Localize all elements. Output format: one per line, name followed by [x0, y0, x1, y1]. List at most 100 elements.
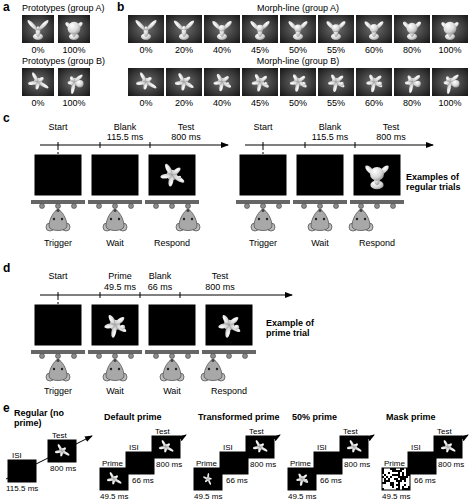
phase-label: ISI: [12, 451, 22, 460]
rat-head: [46, 209, 70, 231]
object-part: [378, 81, 382, 85]
object-part: [251, 80, 260, 85]
stimulus-tile: [58, 68, 90, 96]
morph-percent: 50%: [289, 45, 307, 55]
monitor-screen: [8, 460, 36, 482]
object-part: [76, 80, 83, 87]
morph-object: [107, 471, 122, 484]
duration-label: 66 ms: [132, 476, 154, 485]
nose-port: [375, 204, 380, 209]
stimulus-tile: [242, 15, 278, 43]
object-part: [340, 82, 344, 86]
object-part: [178, 176, 181, 179]
nose-port: [243, 354, 248, 359]
morph-object: [441, 439, 456, 452]
phase-label: Test: [343, 427, 358, 436]
object-part: [366, 80, 374, 85]
rat-eye: [61, 218, 63, 220]
object-part: [415, 81, 421, 87]
morph-object: [402, 21, 422, 40]
panel-letter: a: [3, 1, 10, 14]
stimulus-tile: [356, 15, 392, 43]
object-part: [407, 23, 418, 34]
time-tick: [263, 142, 264, 148]
morph-object: [366, 74, 383, 93]
object-part: [264, 82, 267, 85]
rat-face: [204, 359, 222, 381]
rat-head: [103, 359, 127, 381]
object-part: [296, 478, 302, 482]
rat-nose: [262, 209, 265, 212]
dashed-link: [58, 148, 59, 155]
phase-label: Test: [383, 122, 400, 132]
morph-object: [287, 20, 308, 40]
rat-nose: [187, 209, 190, 212]
action-label: Wait: [163, 386, 181, 396]
phase-label: Blank: [319, 122, 342, 132]
object-part: [290, 80, 299, 85]
object-part: [294, 24, 301, 31]
object-part: [145, 27, 147, 29]
morph-percent: 0%: [31, 45, 44, 55]
nose-port: [154, 354, 159, 359]
rat-face: [179, 209, 197, 231]
monitor-screen: [35, 305, 81, 345]
nose-port: [227, 354, 232, 359]
morph-object: [440, 21, 459, 40]
time-tick: [180, 292, 181, 298]
rat-eye: [167, 368, 169, 370]
rat-eye: [258, 218, 260, 220]
duration-label: 49.5 ms: [382, 492, 410, 501]
object-part: [189, 83, 190, 84]
monitor-screen: [206, 305, 252, 345]
phase-label: Start: [48, 122, 67, 132]
morph-object: [213, 73, 232, 92]
morph-object: [211, 20, 233, 40]
object-part: [443, 80, 450, 85]
time-axis: [245, 145, 433, 146]
morph-object: [173, 19, 196, 40]
nose-port: [56, 354, 61, 359]
rat-head: [308, 209, 332, 231]
object-part: [120, 325, 125, 330]
object-part: [219, 25, 225, 31]
action-label: Trigger: [44, 238, 72, 248]
panel-heading: Prototypes (group B): [22, 56, 105, 66]
morph-object: [251, 73, 269, 92]
object-part: [203, 476, 209, 480]
rat-eye: [323, 218, 325, 220]
condition-heading: Mask prime: [386, 412, 436, 422]
phase-label: Prime: [108, 271, 132, 281]
object-part: [182, 26, 186, 30]
stimulus-tile: [204, 68, 240, 96]
morph-object: [174, 72, 194, 90]
monitor-screen: [149, 305, 195, 345]
time-tick: [355, 142, 356, 148]
rat-head: [103, 209, 127, 231]
time-axis: [40, 145, 228, 146]
phase-label: Test: [155, 427, 170, 436]
morph-percent: 50%: [289, 98, 307, 108]
rat-nose: [57, 209, 60, 212]
rat-eye: [364, 218, 366, 220]
monitor-screen: [434, 436, 462, 458]
nose-port: [302, 204, 307, 209]
object-part: [305, 479, 308, 482]
phase-label: Test: [52, 431, 67, 440]
rat-face: [311, 209, 329, 231]
panel-letter: d: [3, 262, 10, 275]
morph-object: [443, 73, 459, 94]
monitor-screen: [126, 452, 154, 474]
rat-face: [106, 209, 124, 231]
duration-label: 800 ms: [156, 460, 182, 469]
morph-object: [290, 73, 308, 92]
stimulus-tile: [280, 68, 316, 96]
nose-port: [129, 354, 134, 359]
morph-percent: 55%: [327, 98, 345, 108]
stimulus-tile: [432, 68, 468, 96]
rat-eye: [110, 218, 112, 220]
rat-head: [201, 359, 225, 381]
phase-label: Test: [212, 271, 229, 281]
